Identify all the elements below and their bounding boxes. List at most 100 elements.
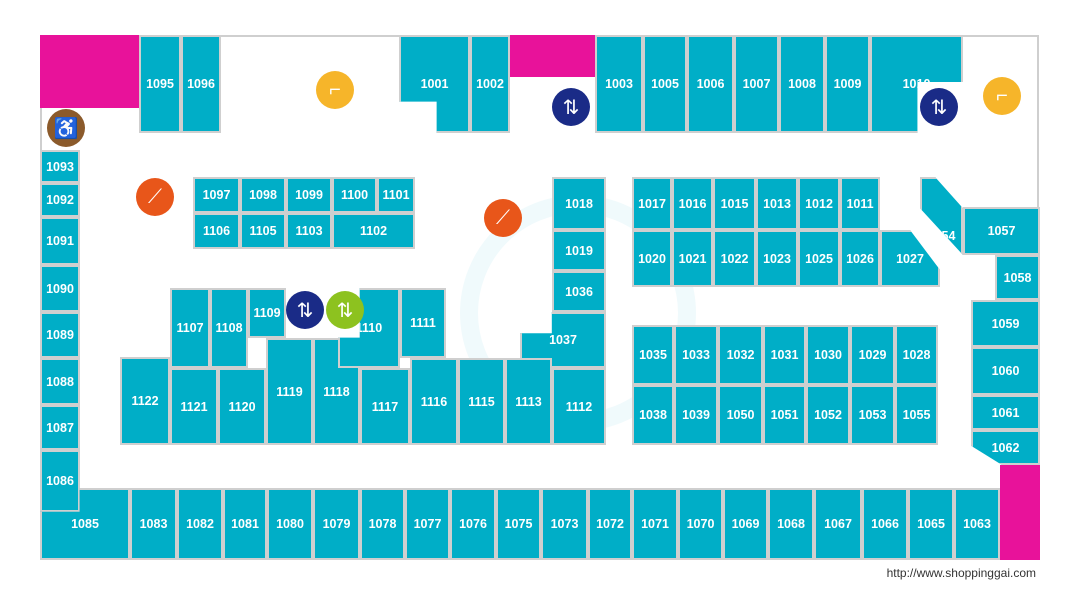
shop-unit-1086[interactable]: 1086 [40,450,80,512]
unit-number: 1102 [359,224,388,238]
shop-unit-1116[interactable]: 1116 [410,358,458,445]
shop-unit-1018[interactable]: 1018 [552,177,606,230]
shop-unit-1055[interactable]: 1055 [895,385,938,445]
shop-unit-1103[interactable]: 1103 [286,213,332,249]
shop-unit-1061[interactable]: 1061 [971,395,1040,430]
shop-unit-1097[interactable]: 1097 [193,177,240,213]
shop-unit-1012[interactable]: 1012 [798,177,840,230]
shop-unit-1077[interactable]: 1077 [405,488,450,560]
shop-unit-1102[interactable]: 1102 [332,213,415,249]
shop-unit-1101[interactable]: 1101 [377,177,415,213]
shop-unit-1029[interactable]: 1029 [850,325,895,385]
shop-unit-1009[interactable]: 1009 [825,35,870,133]
shop-unit-1108[interactable]: 1108 [210,288,248,368]
unit-number: 1011 [846,196,874,211]
shop-unit-1060[interactable]: 1060 [971,347,1040,395]
shop-unit-1058[interactable]: 1058 [995,255,1040,300]
shop-unit-1032[interactable]: 1032 [718,325,763,385]
shop-unit-1031[interactable]: 1031 [763,325,806,385]
unit-number: 1107 [176,321,204,335]
shop-unit-1109[interactable]: 1109 [248,288,286,338]
shop-unit-1078[interactable]: 1078 [360,488,405,560]
shop-unit-1073[interactable]: 1073 [541,488,588,560]
shop-unit-1088[interactable]: 1088 [40,358,80,405]
shop-unit-1059[interactable]: 1059 [971,300,1040,347]
unit-number: 1072 [596,517,624,531]
shop-unit-1115[interactable]: 1115 [458,358,505,445]
shop-unit-1026[interactable]: 1026 [840,230,880,287]
shop-unit-1082[interactable]: 1082 [177,488,223,560]
shop-unit-1075[interactable]: 1075 [496,488,541,560]
shop-unit-1111[interactable]: 1111 [400,288,446,358]
shop-unit-1011[interactable]: 1011 [840,177,880,230]
shop-unit-1053[interactable]: 1053 [850,385,895,445]
shop-unit-1100[interactable]: 1100 [332,177,377,213]
shop-unit-1036[interactable]: 1036 [552,271,606,312]
shop-unit-1105[interactable]: 1105 [240,213,286,249]
shop-unit-1002[interactable]: 1002 [470,35,510,133]
shop-unit-1071[interactable]: 1071 [632,488,678,560]
shop-unit-1069[interactable]: 1069 [723,488,768,560]
shop-unit-1090[interactable]: 1090 [40,265,80,312]
shop-unit-1016[interactable]: 1016 [672,177,713,230]
shop-unit-1065[interactable]: 1065 [908,488,954,560]
shop-unit-1050[interactable]: 1050 [718,385,763,445]
shop-unit-1015[interactable]: 1015 [713,177,756,230]
shop-unit-1035[interactable]: 1035 [632,325,674,385]
shop-unit-1003[interactable]: 1003 [595,35,643,133]
unit-number: 1060 [991,364,1020,378]
shop-unit-1098[interactable]: 1098 [240,177,286,213]
shop-unit-1030[interactable]: 1030 [806,325,850,385]
shop-unit-1005[interactable]: 1005 [643,35,687,133]
shop-unit-1079[interactable]: 1079 [313,488,360,560]
shop-unit-1051[interactable]: 1051 [763,385,806,445]
shop-unit-1095[interactable]: 1095 [139,35,181,133]
shop-unit-1089[interactable]: 1089 [40,312,80,358]
shop-unit-1057[interactable]: 1057 [963,207,1040,255]
shop-unit-1006[interactable]: 1006 [687,35,734,133]
shop-unit-1013[interactable]: 1013 [756,177,798,230]
shop-unit-1072[interactable]: 1072 [588,488,632,560]
shop-unit-1117[interactable]: 1117 [360,368,410,445]
shop-unit-1039[interactable]: 1039 [674,385,718,445]
shop-unit-1113[interactable]: 1113 [505,358,552,445]
shop-unit-1021[interactable]: 1021 [672,230,713,287]
shop-unit-1063[interactable]: 1063 [954,488,1000,560]
shop-unit-1096[interactable]: 1096 [181,35,221,133]
shop-unit-1038[interactable]: 1038 [632,385,674,445]
shop-unit-1070[interactable]: 1070 [678,488,723,560]
shop-unit-1028[interactable]: 1028 [895,325,938,385]
shop-unit-1120[interactable]: 1120 [218,368,266,445]
shop-unit-1007[interactable]: 1007 [734,35,779,133]
shop-unit-1112[interactable]: 1112 [552,368,606,445]
shop-unit-1081[interactable]: 1081 [223,488,267,560]
shop-unit-1106[interactable]: 1106 [193,213,240,249]
shop-unit-1121[interactable]: 1121 [170,368,218,445]
shop-unit-1122[interactable]: 1122 [120,357,170,445]
footer-url[interactable]: http://www.shoppinggai.com [886,566,1036,580]
shop-unit-1093[interactable]: 1093 [40,150,80,183]
shop-unit-1052[interactable]: 1052 [806,385,850,445]
shop-unit-1017[interactable]: 1017 [632,177,672,230]
shop-unit-1020[interactable]: 1020 [632,230,672,287]
shop-unit-1083[interactable]: 1083 [130,488,177,560]
shop-unit-1033[interactable]: 1033 [674,325,718,385]
shop-unit-1087[interactable]: 1087 [40,405,80,450]
shop-unit-1008[interactable]: 1008 [779,35,825,133]
shop-unit-1025[interactable]: 1025 [798,230,840,287]
shop-unit-1091[interactable]: 1091 [40,217,80,265]
shop-unit-1023[interactable]: 1023 [756,230,798,287]
shop-unit-1099[interactable]: 1099 [286,177,332,213]
shop-unit-1066[interactable]: 1066 [862,488,908,560]
shop-unit-1019[interactable]: 1019 [552,230,606,271]
shop-unit-1080[interactable]: 1080 [267,488,313,560]
shop-unit-1022[interactable]: 1022 [713,230,756,287]
shop-unit-1068[interactable]: 1068 [768,488,814,560]
shop-unit-1119[interactable]: 1119 [266,338,313,445]
shop-unit-1067[interactable]: 1067 [814,488,862,560]
shop-unit-1107[interactable]: 1107 [170,288,210,368]
unit-number: 1027 [896,251,924,266]
shop-unit-1076[interactable]: 1076 [450,488,496,560]
shop-unit-1092[interactable]: 1092 [40,183,80,217]
unit-number: 1105 [249,224,277,238]
